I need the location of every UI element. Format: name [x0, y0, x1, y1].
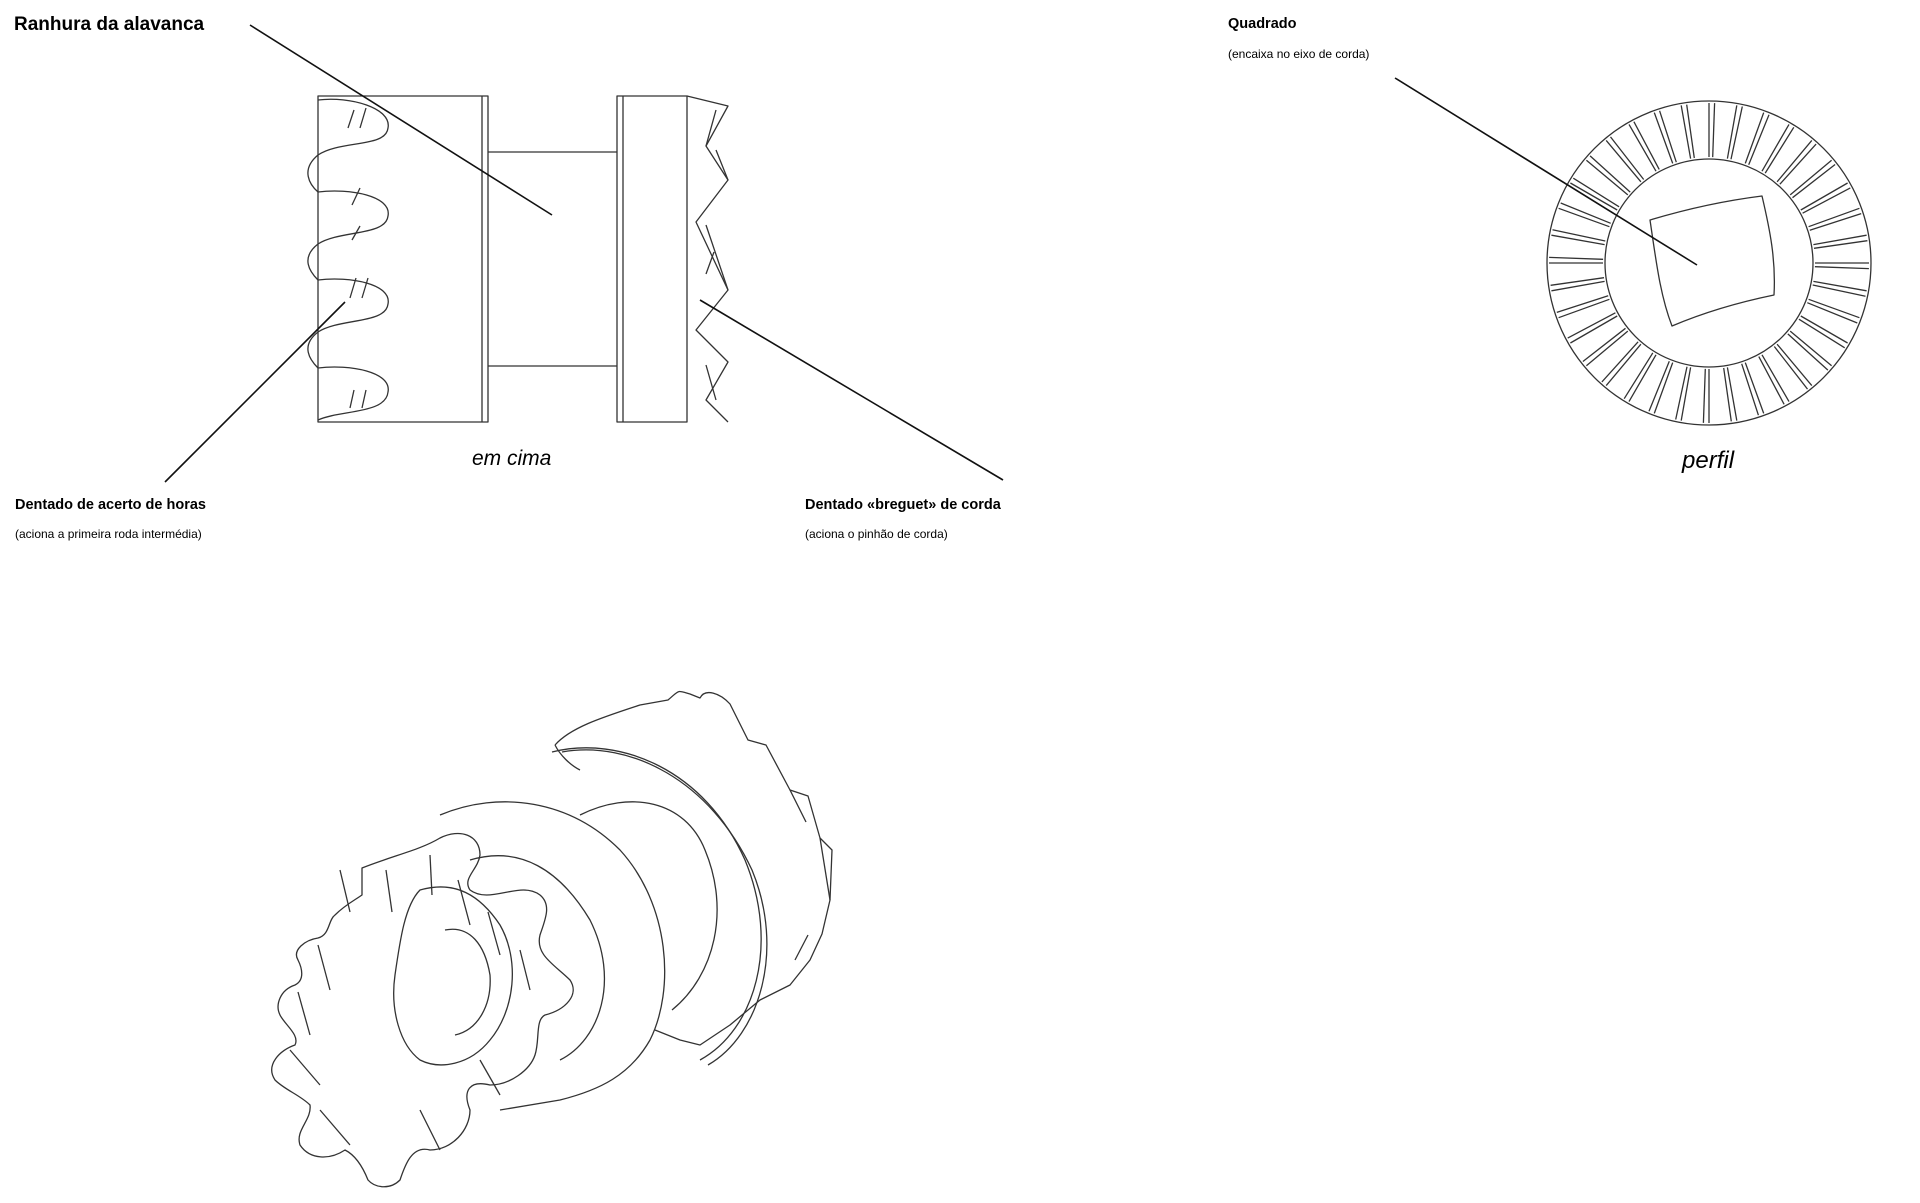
profile-tooth-line: [1741, 363, 1760, 416]
profile-tooth-line: [1551, 280, 1605, 292]
profile-tooth-line: [1744, 362, 1765, 414]
top-view-caption: em cima: [472, 447, 552, 470]
profile-tooth-line: [1813, 240, 1868, 249]
profile-tooth-line: [1809, 212, 1862, 231]
profile-tooth-line: [1726, 105, 1738, 159]
profile-tooth-line: [1628, 124, 1657, 172]
profile-tooth-line: [1628, 354, 1657, 402]
profile-tooth-line: [1800, 315, 1848, 344]
profile-tooth-line: [1726, 367, 1738, 421]
profile-tooth-line: [1807, 302, 1858, 324]
top-view-part: [307, 95, 729, 423]
profile-tooth-line: [1814, 266, 1869, 270]
profile-tooth-line: [1730, 106, 1743, 160]
profile-tooth-line: [1653, 362, 1674, 414]
square-note: (encaixa no eixo de corda): [1228, 47, 1370, 61]
profile-tooth-line: [1776, 343, 1813, 387]
profile-tooth-line: [1761, 354, 1790, 402]
profile-tooth-line: [1813, 234, 1867, 246]
profile-tooth-line: [1585, 159, 1629, 196]
profile-view-part: [1546, 100, 1872, 426]
profile-tooth-line: [1623, 352, 1654, 400]
profile-tooth-line: [1680, 367, 1692, 421]
square-label: Quadrado: [1228, 16, 1297, 32]
profile-tooth-line: [1585, 330, 1629, 367]
profile-tooth-line: [1567, 312, 1616, 339]
profile-tooth-line: [1680, 105, 1692, 159]
profile-tooth-line: [1789, 330, 1833, 367]
profile-tooth-line: [1723, 367, 1732, 422]
profile-tooth-line: [1800, 182, 1848, 211]
profile-tooth-line: [1675, 366, 1688, 420]
square-hole: [1649, 195, 1776, 327]
profile-tooth-line: [1551, 234, 1605, 246]
profile-tooth-line: [1605, 139, 1642, 183]
profile-tooth-line: [1570, 182, 1618, 211]
slot-leader: [249, 24, 553, 216]
setting-teeth-label: Dentado de acerto de horas: [15, 497, 206, 513]
isometric-view-part: [271, 690, 833, 1188]
profile-tooth-line: [1633, 121, 1660, 170]
profile-tooth-line: [1560, 202, 1611, 224]
profile-tooth-line: [1808, 298, 1860, 319]
profile-tooth-line: [1779, 143, 1817, 185]
profile-tooth-line: [1812, 284, 1866, 297]
profile-tooth-line: [1748, 114, 1770, 165]
profile-tooth-line: [1798, 318, 1846, 349]
profile-tooth-line: [1653, 112, 1674, 164]
profile-tooth-line: [1761, 124, 1790, 172]
breguet-teeth-hatch: [705, 109, 729, 401]
square-leader: [1394, 77, 1698, 266]
profile-view-caption: perfil: [1682, 447, 1735, 474]
leader-lines: [164, 24, 1698, 483]
profile-tooth-line: [1609, 136, 1645, 180]
profile-tooth-line: [1549, 256, 1604, 260]
setting-teeth-hatch: [347, 107, 369, 409]
profile-tooth-line: [1744, 112, 1765, 164]
profile-tooth-line: [1558, 207, 1610, 228]
profile-tooth-line: [1582, 327, 1626, 363]
profile-tooth-line: [1552, 229, 1606, 242]
setting-teeth-note: (aciona a primeira roda intermédia): [15, 527, 202, 541]
profile-tooth-line: [1648, 361, 1670, 412]
profile-tooth-line: [1776, 139, 1813, 183]
profile-tooth-line: [1589, 155, 1631, 193]
profile-tooth-line: [1813, 280, 1867, 292]
profile-tooth-line: [1702, 368, 1706, 423]
profile-tooth-line: [1658, 110, 1677, 163]
profile-tooth-line: [1605, 343, 1642, 387]
profile-tooth-line: [1572, 177, 1620, 208]
profile-tooth-line: [1764, 126, 1795, 174]
profile-teeth: [1549, 103, 1869, 423]
profile-tooth-line: [1570, 315, 1618, 344]
profile-tooth-line: [1808, 207, 1860, 228]
profile-tooth-line: [1550, 277, 1605, 286]
profile-tooth-line: [1792, 163, 1836, 199]
profile-tooth-line: [1789, 159, 1833, 196]
profile-tooth-line: [1558, 298, 1610, 319]
profile-tooth-line: [1758, 356, 1785, 405]
setting-teeth-leader: [164, 301, 346, 483]
profile-tooth-line: [1773, 346, 1809, 390]
breguet-teeth-leader: [699, 299, 1004, 481]
setting-teeth-profile: [307, 98, 389, 421]
slot-label: Ranhura da alavanca: [14, 14, 205, 35]
breguet-teeth-profile: [686, 95, 729, 423]
profile-tooth-line: [1712, 103, 1716, 158]
profile-tooth-line: [1556, 295, 1609, 314]
profile-tooth-line: [1787, 333, 1829, 371]
profile-tooth-line: [1802, 187, 1851, 214]
breguet-teeth-note: (aciona o pinhão de corda): [805, 527, 948, 541]
breguet-teeth-label: Dentado «breguet» de corda: [805, 497, 1001, 513]
profile-tooth-line: [1686, 104, 1695, 159]
profile-tooth-line: [1601, 341, 1639, 383]
